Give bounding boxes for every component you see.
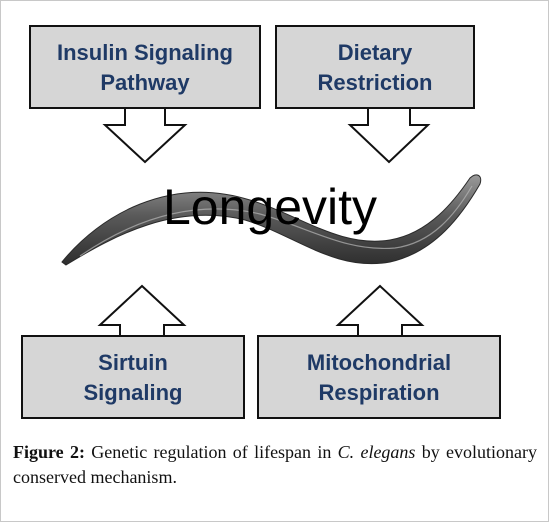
longevity-label: Longevity bbox=[163, 179, 377, 235]
insulin-signaling-line2: Pathway bbox=[100, 70, 190, 95]
up-arrow-sirtuin bbox=[97, 284, 187, 337]
insulin-signaling-line1: Insulin Signaling bbox=[57, 40, 233, 65]
mitochondrial-respiration-box: Mitochondrial Respiration bbox=[257, 335, 501, 419]
insulin-signaling-box: Insulin Signaling Pathway bbox=[29, 25, 261, 109]
sirtuin-signaling-box: Sirtuin Signaling bbox=[21, 335, 245, 419]
sirtuin-signaling-line1: Sirtuin bbox=[98, 350, 168, 375]
up-arrow-mitochondrial bbox=[335, 284, 425, 337]
mitochondrial-respiration-line2: Respiration bbox=[318, 380, 439, 405]
figure-caption: Figure 2: Genetic regulation of lifespan… bbox=[13, 440, 537, 490]
caption-species: C. elegans bbox=[337, 442, 416, 462]
dietary-restriction-line1: Dietary bbox=[338, 40, 413, 65]
longevity-diagram: Insulin Signaling Pathway Dietary Restri… bbox=[21, 25, 501, 419]
sirtuin-signaling-line2: Signaling bbox=[84, 380, 183, 405]
down-arrow-insulin bbox=[102, 107, 188, 164]
worm-image bbox=[61, 174, 482, 266]
dietary-restriction-line2: Restriction bbox=[318, 70, 433, 95]
dietary-restriction-box: Dietary Restriction bbox=[275, 25, 475, 109]
caption-text-after: by evolutionary conserved mechanism. bbox=[13, 442, 538, 487]
figure-label: Figure 2: bbox=[13, 442, 85, 462]
down-arrow-dietary bbox=[347, 107, 431, 164]
caption-text-before: Genetic regulation of lifespan in bbox=[91, 442, 332, 462]
mitochondrial-respiration-line1: Mitochondrial bbox=[307, 350, 451, 375]
